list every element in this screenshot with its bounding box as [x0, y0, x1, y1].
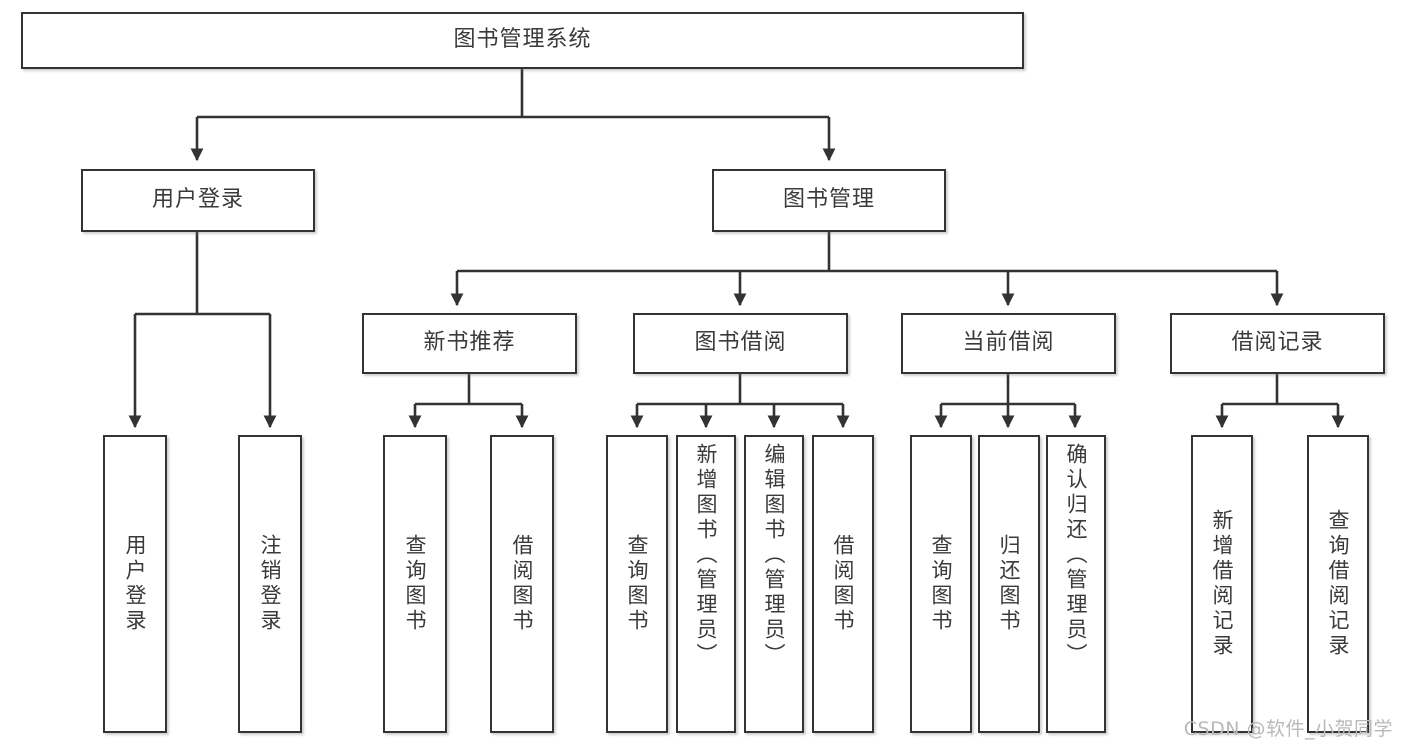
node-root[interactable]: 图书管理系统	[21, 12, 1024, 69]
node-new-book-rec-label: 新书推荐	[423, 330, 516, 356]
node-leaf-add-book-label: 新增图书（管理员）	[694, 443, 719, 668]
node-leaf-borrow-book-2[interactable]: 借阅图书	[812, 435, 874, 733]
node-book-manage-label: 图书管理	[782, 187, 875, 213]
node-leaf-query-record-label: 查询借阅记录	[1326, 509, 1351, 659]
node-leaf-query-book-2-label: 查询图书	[625, 534, 650, 634]
node-new-book-rec[interactable]: 新书推荐	[362, 313, 577, 374]
node-leaf-query-book-3-label: 查询图书	[929, 534, 954, 634]
node-leaf-add-record-label: 新增借阅记录	[1210, 509, 1235, 659]
node-user-login[interactable]: 用户登录	[81, 169, 315, 232]
node-leaf-query-book-3[interactable]: 查询图书	[910, 435, 972, 733]
node-leaf-borrow-book-1-label: 借阅图书	[510, 534, 535, 634]
node-leaf-query-book-2[interactable]: 查询图书	[606, 435, 668, 733]
node-leaf-query-book-1[interactable]: 查询图书	[383, 435, 447, 733]
node-user-login-label: 用户登录	[151, 187, 244, 213]
node-leaf-return-book[interactable]: 归还图书	[978, 435, 1040, 733]
node-leaf-query-record[interactable]: 查询借阅记录	[1307, 435, 1369, 733]
node-book-borrow-label: 图书借阅	[694, 330, 787, 356]
node-current-borrow[interactable]: 当前借阅	[901, 313, 1116, 374]
node-current-borrow-label: 当前借阅	[962, 330, 1055, 356]
node-leaf-confirm-return-label: 确认归还（管理员）	[1064, 443, 1089, 668]
node-book-borrow[interactable]: 图书借阅	[633, 313, 848, 374]
node-root-label: 图书管理系统	[453, 27, 592, 53]
node-leaf-logout[interactable]: 注销登录	[238, 435, 302, 733]
node-leaf-borrow-book-2-label: 借阅图书	[831, 534, 856, 634]
node-leaf-query-book-1-label: 查询图书	[403, 534, 428, 634]
node-leaf-confirm-return[interactable]: 确认归还（管理员）	[1046, 435, 1106, 733]
node-leaf-borrow-book-1[interactable]: 借阅图书	[490, 435, 554, 733]
node-book-manage[interactable]: 图书管理	[712, 169, 946, 232]
node-leaf-edit-book-label: 编辑图书（管理员）	[762, 443, 787, 668]
node-leaf-user-login-label: 用户登录	[123, 534, 148, 634]
node-leaf-user-login[interactable]: 用户登录	[103, 435, 167, 733]
node-leaf-add-record[interactable]: 新增借阅记录	[1191, 435, 1253, 733]
node-leaf-logout-label: 注销登录	[258, 534, 283, 634]
node-borrow-record[interactable]: 借阅记录	[1170, 313, 1385, 374]
node-leaf-return-book-label: 归还图书	[997, 534, 1022, 634]
node-leaf-add-book[interactable]: 新增图书（管理员）	[676, 435, 736, 733]
node-borrow-record-label: 借阅记录	[1231, 330, 1324, 356]
node-leaf-edit-book[interactable]: 编辑图书（管理员）	[744, 435, 804, 733]
